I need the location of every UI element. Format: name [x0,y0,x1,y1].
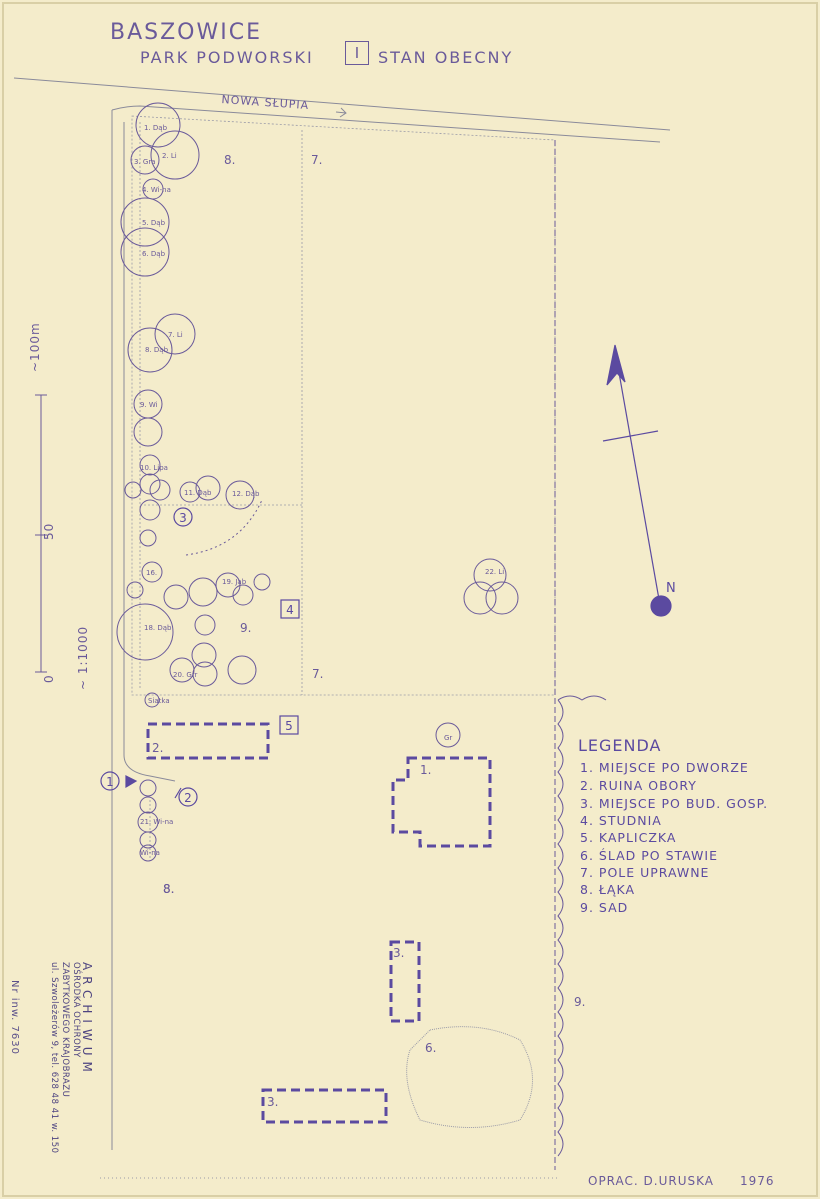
area-labels: 8. 7. 8. 9. 7. 8. 9. 6. 1. 2. 3. 3. [152,153,585,1109]
svg-text:7.: 7. [311,153,322,167]
map-status: STAN OBECNY [378,48,514,67]
svg-text:Gr: Gr [444,734,452,742]
marker-5: 5 [285,719,293,733]
legend-title: LEGENDA [578,736,662,755]
scale-label-50: 50 [42,522,56,540]
stamp-line: ul. Szwoleżerów 9, tel. 628 48 41 w. 150 [49,962,59,1154]
pond-trace [406,1026,533,1128]
marker-1: 1 [106,775,114,789]
svg-text:6.: 6. [425,1041,436,1055]
svg-text:2. Li: 2. Li [162,152,177,160]
road-nowa-slupia [13,77,671,1150]
orchard-boundary [554,140,607,1170]
scale-ratio: ~ 1:1000 [76,625,90,690]
north-arrow [602,344,672,617]
svg-text:8.: 8. [163,882,174,896]
svg-text:8.: 8. [224,153,235,167]
archive-number: Nr inw. 7630 [9,980,20,1055]
map-markers [100,507,300,807]
sheet-number: I [345,41,369,65]
archive-stamp: ARCHIWUM OŚRODKA OCHRONY ZABYTKOWEGO KRA… [48,962,94,1154]
marker-4: 4 [286,603,294,617]
legend-item: 9. SAD [580,900,629,915]
svg-text:12. Dąb: 12. Dąb [232,490,260,498]
legend-item: 4. STUDNIA [580,813,662,828]
legend-item: 8. ŁĄKA [580,882,636,897]
svg-text:Wi-na: Wi-na [140,849,160,857]
svg-text:3.: 3. [267,1095,278,1109]
scale-label-0: 0 [42,674,56,683]
tree-labels: 1. Dąb 2. Li 3. Gra 4. Wi-na 5. Dąb 6. D… [134,124,504,857]
north-label: N [666,581,676,596]
svg-text:9. Wi: 9. Wi [140,401,158,409]
legend-item: 2. RUINA OBORY [580,778,697,793]
svg-text:8.: 8. [163,882,174,896]
map-title: BASZOWICE [110,20,262,45]
scale-label-100: ~100m [28,322,42,372]
svg-text:9.: 9. [240,621,251,635]
map-subtitle: PARK PODWORSKI [140,48,314,67]
stamp-line: ARCHIWUM [80,962,94,1078]
svg-text:7.: 7. [312,667,323,681]
svg-text:19. Jab: 19. Jab [222,578,247,586]
legend-item: 7. POLE UPRAWNE [580,865,710,880]
svg-text:5. Dąb: 5. Dąb [142,219,166,227]
svg-text:7. Li: 7. Li [168,331,183,339]
svg-text:2.: 2. [152,741,163,755]
marker-2: 2 [184,791,192,805]
marker-3: 3 [179,511,187,525]
svg-text:4. Wi-na: 4. Wi-na [142,186,171,194]
svg-text:16.: 16. [146,569,157,577]
svg-text:22. Li: 22. Li [485,568,504,576]
svg-text:1.: 1. [420,763,431,777]
svg-text:21. Wi-na: 21. Wi-na [140,818,173,826]
legend-item: 6. ŚLAD PO STAWIE [580,848,718,863]
park-boundary [131,115,556,860]
svg-text:20. Grr: 20. Grr [173,671,198,679]
legend-item: 5. KAPLICZKA [580,830,677,845]
svg-text:3.: 3. [393,946,404,960]
map-marker-labels: 1 2 3 4 5 [106,511,294,805]
building-outlines [146,722,492,1124]
svg-text:6. Dąb: 6. Dąb [142,250,166,258]
scale-bar [35,394,47,673]
svg-text:9.: 9. [574,995,585,1009]
stamp-line: ZABYTKOWEGO KRAJOBRAZU [60,962,70,1098]
svg-text:18. Dąb: 18. Dąb [144,624,172,632]
author: OPRAC. D.URUSKA [588,1174,714,1188]
legend-item: 3. MIEJSCE PO BUD. GOSP. [580,796,769,811]
stamp-line: OŚRODKA OCHRONY [71,962,81,1058]
svg-text:1. Dąb: 1. Dąb [144,124,168,132]
tree-crowns [116,102,519,862]
year: 1976 [740,1174,775,1188]
svg-text:3. Gra: 3. Gra [134,158,156,166]
svg-text:8. Dąb: 8. Dąb [145,346,169,354]
svg-text:Siatka: Siatka [148,697,170,705]
svg-text:10. Lipa: 10. Lipa [140,464,168,472]
park-path [185,499,263,556]
svg-text:11. Dąb: 11. Dąb [184,489,212,497]
legend-item: 1. MIEJSCE PO DWORZE [580,760,749,775]
